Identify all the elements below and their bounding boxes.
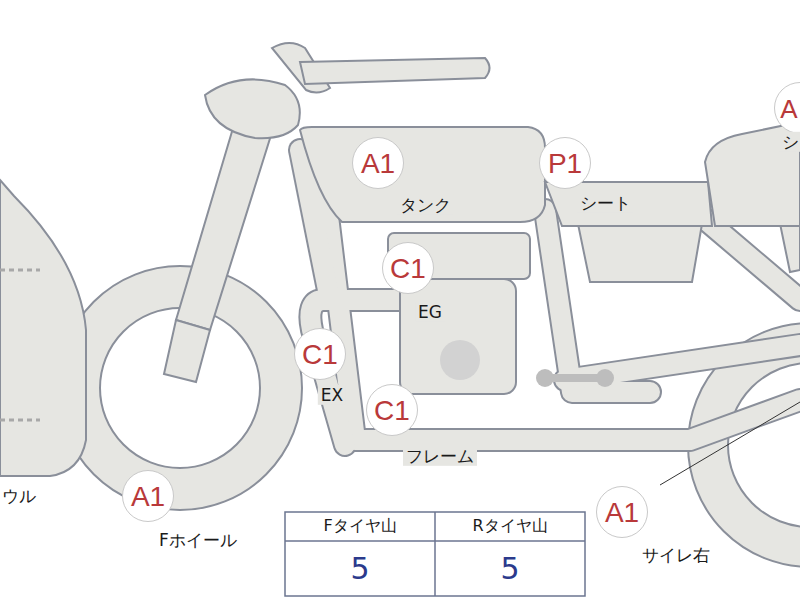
table-cell: Fタイヤ山: [286, 513, 434, 540]
callout-number: C1: [374, 397, 410, 425]
callout-node: A1Fホイール: [122, 470, 174, 522]
table-cell: 5: [286, 542, 434, 595]
part-name: ウル: [2, 486, 36, 506]
front-wheel-inner: [100, 308, 260, 468]
leader-line: [660, 402, 800, 485]
seat: [545, 182, 712, 226]
callout-number: A: [780, 96, 797, 122]
part-name: フレーム: [403, 446, 477, 466]
table-cell: Rタイヤ山: [436, 513, 584, 540]
fork-lower: [164, 320, 210, 382]
part-name: EX: [318, 385, 346, 405]
callout-number: C1: [302, 341, 338, 369]
fairing-seams: [0, 270, 40, 420]
part-name: シ: [779, 132, 800, 152]
callout-number: A1: [131, 483, 165, 511]
part-name: EG: [415, 302, 445, 322]
callout-number: C1: [390, 255, 426, 283]
fuel-tank: [300, 127, 545, 222]
headlight: [205, 79, 300, 138]
callout-number: P1: [548, 150, 582, 178]
bike-body: [0, 43, 800, 476]
callout-node: C1フレーム: [366, 384, 418, 436]
rear-wheel-inner: [728, 363, 800, 527]
engine-case: [400, 279, 516, 394]
handlebar: [300, 58, 490, 84]
front-fork: [176, 118, 272, 330]
callout-number: A1: [605, 499, 639, 527]
side-cover: [578, 224, 702, 282]
bike-parts: [58, 266, 800, 567]
callout-node: A1タンク: [352, 137, 404, 189]
part-name: サイレ右: [639, 545, 713, 565]
part-name: タンク: [397, 195, 454, 215]
table-cell: 5: [436, 542, 584, 595]
callout-node: P1シート: [539, 137, 591, 189]
tread-table-grid: [285, 512, 585, 596]
part-name: シート: [577, 193, 634, 213]
callout-node: Aシ: [774, 82, 800, 134]
callout-node: A1サイレ右: [596, 486, 648, 538]
callout-node: C1EG: [382, 242, 434, 294]
front-wheel: [58, 266, 302, 510]
fairing: [0, 180, 86, 476]
callout-number: A1: [361, 150, 395, 178]
callout-node: C1EX: [294, 328, 346, 380]
part-name: Fホイール: [156, 530, 240, 550]
